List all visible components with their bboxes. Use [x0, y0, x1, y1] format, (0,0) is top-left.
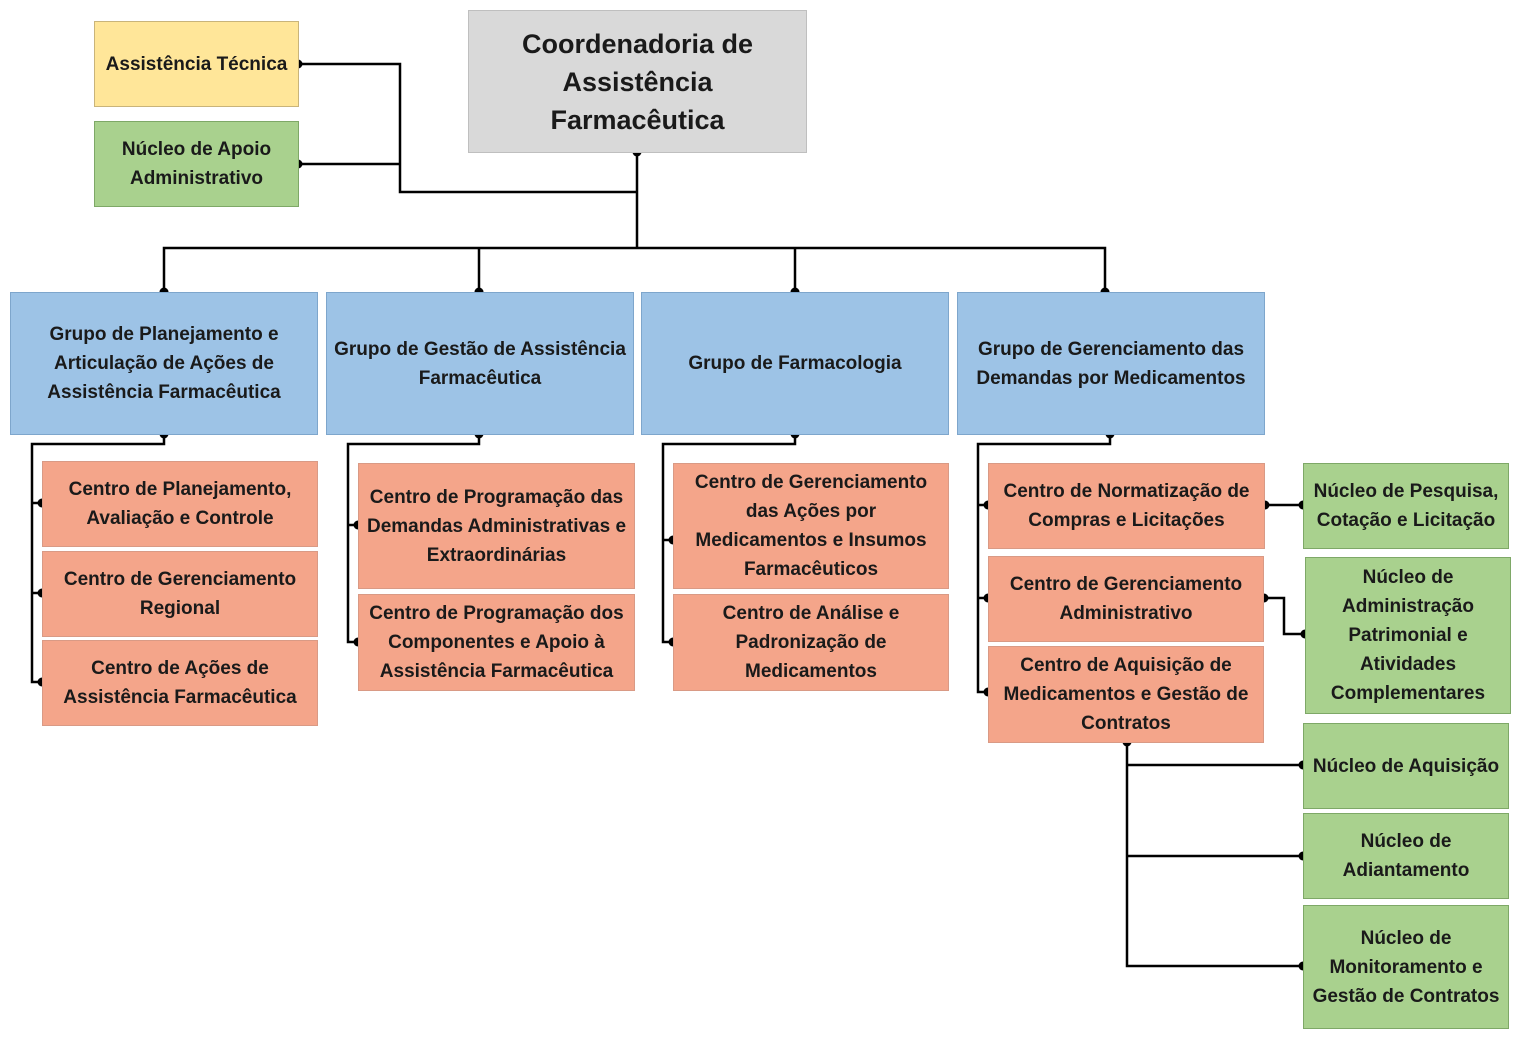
centro-planejamento-node: Centro de Planejamento, Avaliação e Cont… — [42, 461, 318, 547]
centro-regional-node: Centro de Gerenciamento Regional — [42, 551, 318, 637]
centro-regional-label: Centro de Gerenciamento Regional — [63, 569, 297, 619]
grupo-gerenciamento-label: Grupo de Gerenciamento das Demandas por … — [976, 338, 1246, 389]
centro-prog-demandas-label: Centro de Programação das Demandas Admin… — [366, 486, 627, 566]
grupo-gerenciamento-node: Grupo de Gerenciamento das Demandas por … — [957, 292, 1265, 435]
centro-normatizacao-node: Centro de Normatização de Compras e Lici… — [988, 463, 1265, 549]
grupo-planejamento-node: Grupo de Planejamento e Articulação de A… — [10, 292, 318, 435]
centro-aquisicao-node: Centro de Aquisição de Medicamentos e Ge… — [988, 646, 1264, 743]
grupo-farmacologia-node: Grupo de Farmacologia — [641, 292, 949, 435]
centro-acoes-medicamentos-node: Centro de Gerenciamento das Ações por Me… — [673, 463, 949, 589]
coordenadoria-node: Coordenadoria de Assistência Farmacêutic… — [468, 10, 807, 153]
centro-acoes-label: Centro de Ações de Assistência Farmacêut… — [63, 658, 297, 708]
centro-acoes-medicamentos-label: Centro de Gerenciamento das Ações por Me… — [694, 472, 928, 580]
centro-prog-componentes-node: Centro de Programação dos Componentes e … — [358, 594, 635, 691]
grupo-planejamento-label: Grupo de Planejamento e Articulação de A… — [47, 324, 281, 403]
nucleo-patrimonial-label: Núcleo de Administração Patrimonial e At… — [1330, 567, 1486, 704]
assistencia-tecnica-node: Assistência Técnica — [94, 21, 299, 107]
centro-planejamento-label: Centro de Planejamento, Avaliação e Cont… — [68, 479, 292, 529]
centro-aquisicao-label: Centro de Aquisição de Medicamentos e Ge… — [1003, 655, 1249, 734]
centro-administrativo-label: Centro de Gerenciamento Administrativo — [1009, 574, 1243, 624]
assistencia-tecnica-label: Assistência Técnica — [105, 53, 288, 75]
nucleo-patrimonial-node: Núcleo de Administração Patrimonial e At… — [1305, 557, 1511, 714]
nucleo-aquisicao-node: Núcleo de Aquisição — [1303, 723, 1509, 809]
nucleo-pesquisa-node: Núcleo de Pesquisa, Cotação e Licitação — [1303, 463, 1509, 549]
centro-acoes-node: Centro de Ações de Assistência Farmacêut… — [42, 640, 318, 726]
nucleo-monitoramento-node: Núcleo de Monitoramento e Gestão de Cont… — [1303, 905, 1509, 1029]
centro-analise-label: Centro de Análise e Padronização de Medi… — [722, 603, 900, 682]
grupo-gestao-node: Grupo de Gestão de Assistência Farmacêut… — [326, 292, 634, 435]
nucleo-apoio-label: Núcleo de Apoio Administrativo — [121, 139, 272, 189]
nucleo-apoio-node: Núcleo de Apoio Administrativo — [94, 121, 299, 207]
nucleo-adiantamento-label: Núcleo de Adiantamento — [1342, 831, 1470, 881]
nucleo-monitoramento-label: Núcleo de Monitoramento e Gestão de Cont… — [1312, 927, 1500, 1007]
centro-analise-node: Centro de Análise e Padronização de Medi… — [673, 594, 949, 691]
grupo-farmacologia-label: Grupo de Farmacologia — [688, 353, 902, 374]
centro-prog-demandas-node: Centro de Programação das Demandas Admin… — [358, 463, 635, 589]
grupo-gestao-label: Grupo de Gestão de Assistência Farmacêut… — [334, 338, 626, 389]
centro-prog-componentes-label: Centro de Programação dos Componentes e … — [369, 603, 624, 682]
centro-normatizacao-label: Centro de Normatização de Compras e Lici… — [1003, 481, 1250, 531]
nucleo-aquisicao-label: Núcleo de Aquisição — [1312, 755, 1500, 777]
nucleo-adiantamento-node: Núcleo de Adiantamento — [1303, 813, 1509, 899]
coordenadoria-label: Coordenadoria de Assistência Farmacêutic… — [521, 28, 754, 135]
centro-administrativo-node: Centro de Gerenciamento Administrativo — [988, 556, 1264, 642]
nucleo-pesquisa-label: Núcleo de Pesquisa, Cotação e Licitação — [1313, 481, 1499, 531]
